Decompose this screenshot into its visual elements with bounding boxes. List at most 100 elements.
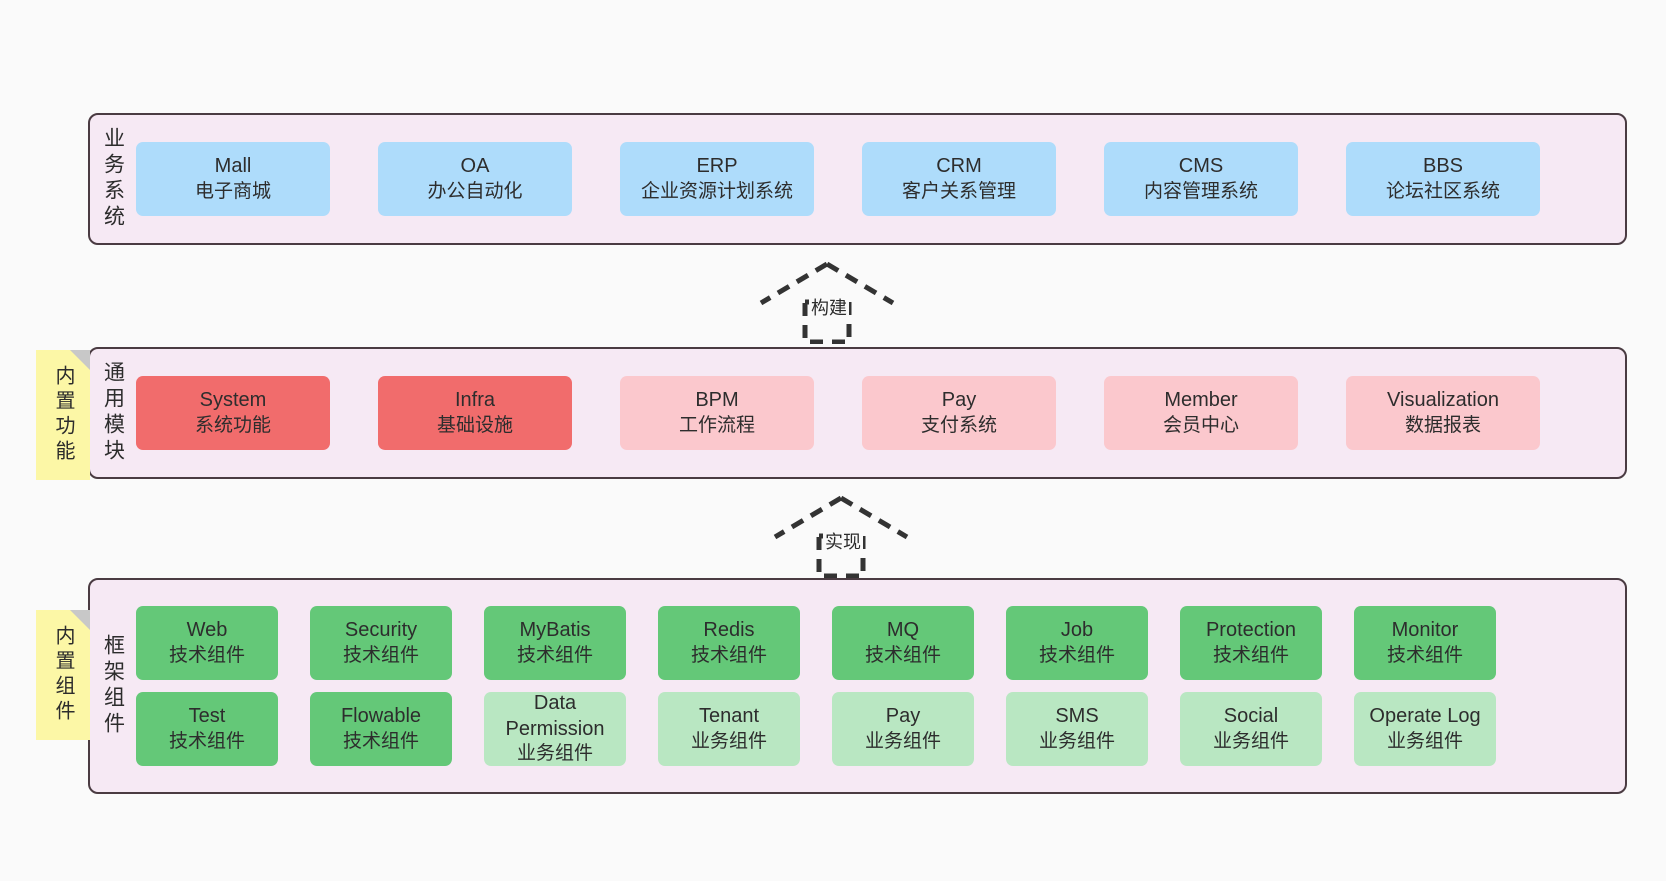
- module-box-desc: 技术组件: [1212, 644, 1289, 666]
- module-box-desc: 电子商城: [194, 180, 271, 202]
- module-box-name: Visualization: [1387, 389, 1499, 412]
- connector-build: 构建: [757, 258, 897, 345]
- module-box-name: System: [199, 389, 267, 412]
- module-box-desc: 业务组件: [864, 730, 941, 752]
- module-box-desc: 技术组件: [168, 730, 245, 752]
- note-builtin-function-label: 内置功能: [52, 365, 74, 465]
- module-box-desc: 技术组件: [1038, 644, 1115, 666]
- note-builtin-component: 内置组件: [36, 610, 90, 740]
- module-box-desc: 企业资源计划系统: [640, 180, 793, 202]
- module-box-name: Security: [344, 619, 418, 642]
- module-box-data-permission[interactable]: Data Permission 业务组件: [484, 692, 626, 766]
- module-box-name: Social: [1223, 705, 1279, 728]
- module-box-desc: 技术组件: [864, 644, 941, 666]
- module-box-desc: 工作流程: [678, 414, 755, 436]
- module-box-name: BPM: [695, 389, 739, 412]
- module-box-name: Monitor: [1391, 619, 1459, 642]
- module-box-name: Operate Log: [1369, 705, 1481, 728]
- module-box-name: MyBatis: [519, 619, 591, 642]
- module-box-desc: 内容管理系统: [1143, 180, 1258, 202]
- note-builtin-function: 内置功能: [36, 350, 90, 480]
- module-box-desc: 支付系统: [920, 414, 997, 436]
- connector-implement-label: 实现: [823, 528, 863, 554]
- module-box-name: Data Permission: [505, 692, 605, 740]
- module-box-name: CRM: [936, 155, 982, 178]
- module-box-desc: 技术组件: [342, 644, 419, 666]
- module-box-name: Flowable: [340, 705, 422, 728]
- module-box-name: ERP: [696, 155, 738, 178]
- module-box-desc: 数据报表: [1404, 414, 1481, 436]
- module-box-desc: 技术组件: [1386, 644, 1463, 666]
- connector-build-label: 构建: [809, 294, 849, 320]
- module-box-name: BBS: [1422, 155, 1464, 178]
- note-fold-corner-icon: [70, 350, 90, 370]
- note-fold-corner-icon: [70, 610, 90, 630]
- module-box-name: OA: [460, 155, 490, 178]
- module-box-desc: 办公自动化: [427, 180, 523, 202]
- module-box-name: Web: [186, 619, 228, 642]
- module-box-desc: 会员中心: [1162, 414, 1239, 436]
- module-box-desc: 技术组件: [690, 644, 767, 666]
- module-box-name: Job: [1060, 619, 1094, 642]
- layer-title-business-system: 业务系统: [101, 127, 125, 231]
- module-box-desc: 论坛社区系统: [1385, 180, 1500, 202]
- module-box-name: Mall: [214, 155, 252, 178]
- module-box-desc: 技术组件: [342, 730, 419, 752]
- layer-title-framework-component: 框架组件: [101, 634, 125, 738]
- connector-implement: 实现: [771, 492, 911, 579]
- module-box-desc: 业务组件: [1212, 730, 1289, 752]
- module-box-name: Pay: [941, 389, 977, 412]
- module-box-name: Test: [188, 705, 226, 728]
- module-box-desc: 系统功能: [194, 414, 271, 436]
- module-box-name: Infra: [454, 389, 496, 412]
- module-box-desc: 业务组件: [1386, 730, 1463, 752]
- module-box-name: Protection: [1205, 619, 1297, 642]
- module-box-name: Tenant: [698, 705, 760, 728]
- module-box-name: Member: [1164, 389, 1238, 412]
- module-box-desc: 业务组件: [516, 743, 593, 765]
- module-box-desc: 业务组件: [1038, 730, 1115, 752]
- module-box-name: SMS: [1055, 705, 1099, 728]
- module-box-desc: 技术组件: [516, 644, 593, 666]
- module-box-name: Redis: [703, 619, 755, 642]
- module-box-desc: 客户关系管理: [901, 180, 1016, 202]
